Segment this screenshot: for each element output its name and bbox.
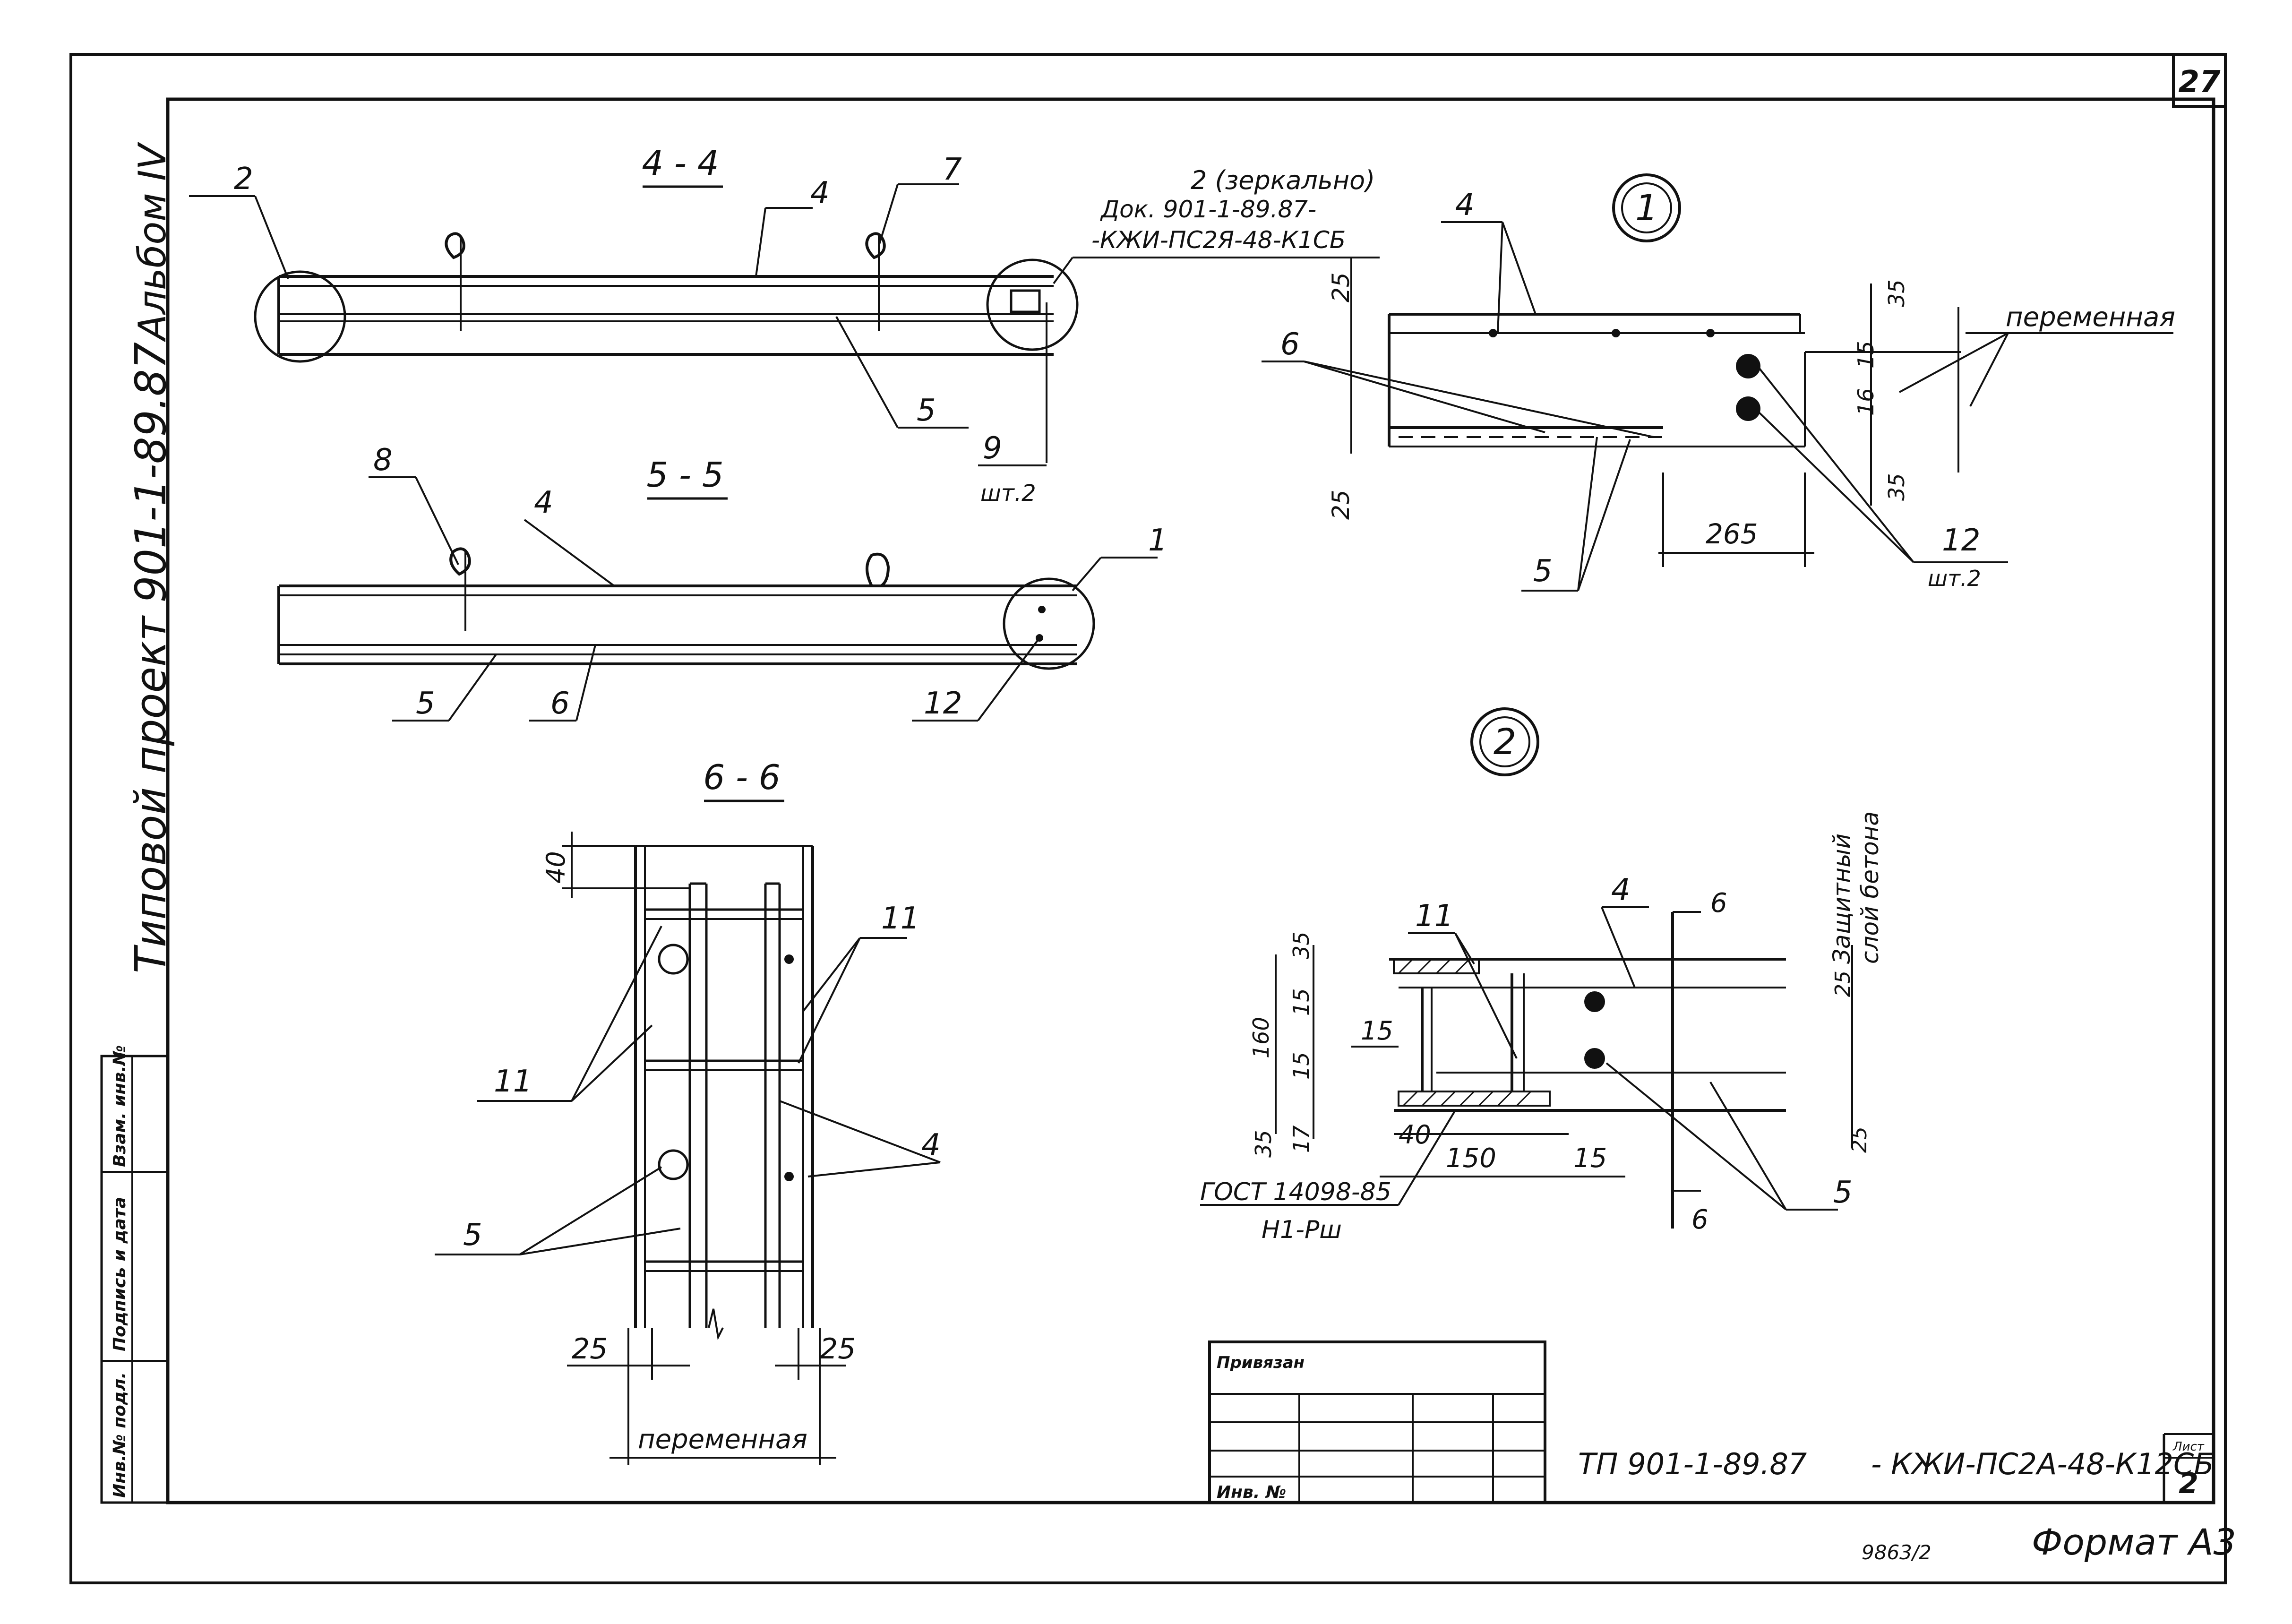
dim-17: 17 bbox=[1288, 1125, 1314, 1153]
loop-icon bbox=[866, 552, 890, 587]
node-2-label: 2 bbox=[1494, 721, 1516, 763]
callout-4d: 4 bbox=[1455, 188, 1475, 223]
section-4-4: 4 - 4 2 4 7 5 9 шт.2 2 (зеркально) Док bbox=[189, 143, 1380, 507]
stamp-number: 9863/2 bbox=[1862, 1541, 1931, 1564]
doc-ref-line1: Док. 901-1-89.87- bbox=[1100, 196, 1316, 223]
dim-35-n2-top: 35 bbox=[1288, 931, 1314, 959]
loop-icon bbox=[865, 232, 886, 259]
list-value: 2 bbox=[2179, 1467, 2198, 1500]
dim-35-n2-bottom: 35 bbox=[1251, 1130, 1276, 1158]
side-vzam-inv: Взам. инв.№ bbox=[110, 1045, 129, 1167]
dim-35-n1-bottom: 35 bbox=[1884, 473, 1909, 501]
callout-11c: 11 bbox=[1415, 899, 1453, 934]
callout-6: 6 bbox=[550, 686, 570, 721]
section-6-6-title: 6 - 6 bbox=[703, 757, 780, 797]
loop-icon bbox=[445, 232, 465, 259]
callout-11b: 11 bbox=[881, 901, 919, 936]
detail-circle bbox=[1003, 577, 1095, 670]
callout-5: 5 bbox=[917, 393, 936, 428]
dim-35-n1-top: 35 bbox=[1884, 279, 1909, 307]
callout-4e: 4 bbox=[1611, 873, 1631, 908]
sheet-number: 27 bbox=[2178, 65, 2221, 100]
gost-note: ГОСТ 14098-85 bbox=[1200, 1178, 1391, 1206]
dim-25-n1-top: 25 bbox=[1327, 272, 1355, 302]
doc-code-b: - КЖИ-ПС2А-48-К12СБ bbox=[1871, 1447, 2214, 1481]
dim-160: 160 bbox=[1248, 1017, 1274, 1058]
callout-12b-qty: шт.2 bbox=[1928, 566, 1981, 591]
dim-16-n1: 16 bbox=[1853, 388, 1879, 416]
side-inv-podl: Инв.№ подл. bbox=[110, 1372, 129, 1498]
dim-15-n2-b: 15 bbox=[1288, 1052, 1314, 1080]
album-label: Альбом IV bbox=[130, 141, 174, 343]
sheet-number-box bbox=[2172, 53, 2227, 108]
callout-5e: 5 bbox=[1833, 1175, 1853, 1210]
loop-icon bbox=[449, 547, 471, 576]
dim-15-n2-d: 15 bbox=[1573, 1143, 1607, 1174]
dim-25-right: 25 bbox=[820, 1332, 856, 1366]
cover-line2: слой бетона bbox=[1856, 811, 1884, 964]
n1-variable: переменная bbox=[2006, 302, 2175, 333]
cut-6-top: 6 bbox=[1710, 888, 1727, 919]
rebar-circle bbox=[658, 944, 689, 975]
side-table: Инв.№ подл. Подпись и дата Взам. инв.№ bbox=[100, 1045, 169, 1504]
dim-15-n2-a: 15 bbox=[1288, 988, 1314, 1016]
inv-no-label: Инв. № bbox=[1217, 1483, 1286, 1502]
callout-7: 7 bbox=[943, 152, 962, 187]
callout-12: 12 bbox=[924, 686, 962, 721]
callout-11a: 11 bbox=[494, 1064, 532, 1099]
node-2: 2 6 6 Защитный слой бетона 25 25 bbox=[1200, 707, 1884, 1244]
privyazan-label: Привязан bbox=[1217, 1353, 1305, 1372]
callout-5d: 5 bbox=[1533, 554, 1553, 589]
callout-8: 8 bbox=[373, 443, 393, 478]
title-block: Привязан Инв. № ТП 901-1-89.87 - КЖИ-ПС2… bbox=[1208, 1340, 2214, 1504]
doc-code-a: ТП 901-1-89.87 bbox=[1578, 1447, 1807, 1481]
mirror-note: 2 (зеркально) bbox=[1191, 165, 1375, 195]
detail-circle bbox=[986, 258, 1079, 351]
dim-25-left: 25 bbox=[572, 1332, 608, 1366]
dim-40-66: 40 bbox=[541, 851, 571, 884]
callout-4: 4 bbox=[810, 176, 830, 211]
callout-4c: 4 bbox=[921, 1128, 941, 1163]
dim-40: 40 bbox=[1399, 1120, 1431, 1150]
side-podpis-data: Подпись и дата bbox=[110, 1197, 129, 1351]
dim-variable-66: переменная bbox=[638, 1424, 807, 1455]
rebar-circle bbox=[658, 1149, 689, 1180]
cover-25: 25 bbox=[1831, 971, 1855, 997]
callout-4b: 4 bbox=[534, 485, 553, 520]
cut-6-bottom: 6 bbox=[1691, 1204, 1708, 1235]
dim-15-n2-c: 15 bbox=[1361, 1016, 1393, 1046]
callout-2: 2 bbox=[234, 162, 253, 197]
dim-25-n2-right: 25 bbox=[1847, 1126, 1871, 1153]
project-label: Типовой проект 901-1-89.87 bbox=[126, 342, 176, 973]
dim-150: 150 bbox=[1446, 1143, 1496, 1174]
section-5-5-title: 5 - 5 bbox=[646, 455, 723, 495]
callout-1: 1 bbox=[1148, 523, 1167, 558]
section-4-4-title: 4 - 4 bbox=[642, 143, 719, 183]
node-1-label: 1 bbox=[1635, 187, 1658, 229]
outer-frame bbox=[69, 53, 2227, 1584]
section-5-5: 5 - 5 8 4 1 5 6 12 bbox=[277, 443, 1167, 722]
doc-ref-line2: -КЖИ-ПС2Я-48-К1СБ bbox=[1091, 226, 1346, 254]
dim-15-n1: 15 bbox=[1853, 341, 1879, 369]
dim-265: 265 bbox=[1706, 518, 1758, 550]
cover-line1: Защитный bbox=[1828, 833, 1855, 964]
detail-circle bbox=[254, 270, 346, 363]
callout-6b: 6 bbox=[1280, 327, 1300, 362]
callout-12b: 12 bbox=[1942, 523, 1980, 558]
format-label: Формат А3 bbox=[2032, 1521, 2236, 1563]
dim-25-n1-bottom: 25 bbox=[1327, 490, 1355, 520]
inner-frame bbox=[166, 97, 2215, 1504]
callout-5c: 5 bbox=[463, 1218, 482, 1253]
h1-note: Н1-Рш bbox=[1262, 1216, 1342, 1244]
callout-9-qty: шт.2 bbox=[980, 480, 1036, 507]
list-label: Лист bbox=[2172, 1440, 2205, 1454]
section-6-6: 6 - 6 40 11 11 bbox=[435, 757, 941, 1465]
node-1: 1 25 25 35 15 16 35 переменная 265 bbox=[1262, 173, 2175, 592]
callout-5b: 5 bbox=[416, 686, 435, 721]
callout-9: 9 bbox=[983, 431, 1002, 466]
